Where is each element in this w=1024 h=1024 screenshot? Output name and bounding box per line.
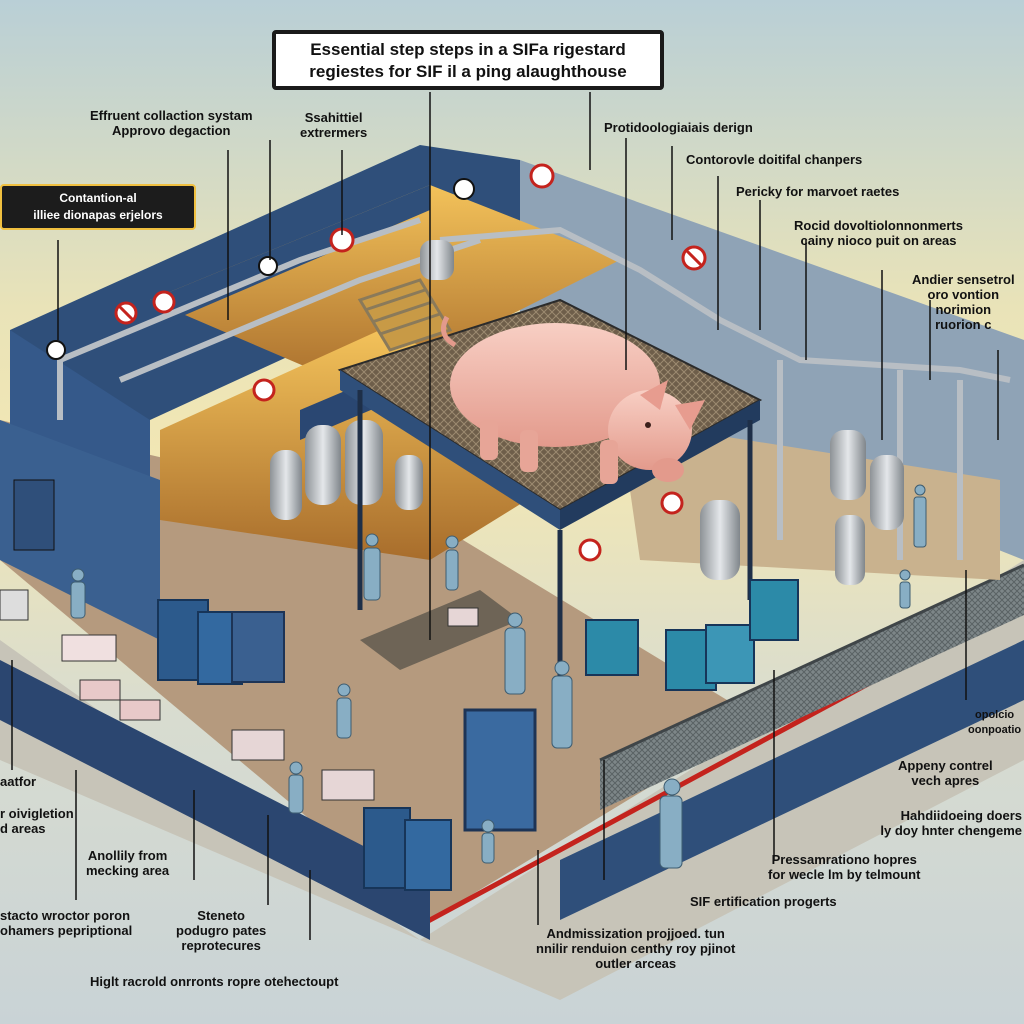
label-high-text: Higlt racrold onrronts ropre otehectoupt xyxy=(90,974,339,989)
label-or-line-1: r oivigletion xyxy=(0,806,74,821)
label-high: Higlt racrold onrronts ropre otehectoupt xyxy=(90,974,338,989)
label-sif-cert-text: SIF ertification progerts xyxy=(690,894,837,909)
label-sif-cert: SIF ertification progerts xyxy=(690,894,837,909)
label-opolo-line-2: oonpoatio xyxy=(968,724,1022,736)
label-anolly-line-2: mecking area xyxy=(86,863,170,878)
label-controle-text: Contorovle doitifal chanpers xyxy=(686,152,863,167)
label-press: Pressamrationo hopres for wecle lm by te… xyxy=(768,852,920,882)
fence-rail xyxy=(599,563,1024,762)
label-sanitary: Ssahittiel extrermers xyxy=(300,110,367,140)
label-admin-line-3: outler arceas xyxy=(595,956,677,971)
label-andler-line-1: Andier sensetrol xyxy=(912,272,1015,287)
outer-wall-left xyxy=(0,660,430,940)
loading-door xyxy=(463,708,537,832)
label-anolly-line-1: Anollily from xyxy=(87,848,168,863)
callout-box: Contantion-al illiee dionapas erjelors xyxy=(0,184,196,230)
label-sterote: Steneto podugro pates reprotecures xyxy=(176,908,266,953)
label-press-line-2: for wecle lm by telmount xyxy=(768,867,921,882)
conveyor-ramp xyxy=(360,590,520,670)
mezzanine-edge xyxy=(340,370,560,530)
no-entry-icon xyxy=(114,163,707,562)
meat-trays xyxy=(0,479,479,801)
label-andler-line-4: ruorion c xyxy=(935,317,992,332)
label-stcto-line-1: stacto wroctor poron xyxy=(0,908,131,923)
label-proto: Protidoologiaiais derign xyxy=(604,120,753,135)
biohazard-icon xyxy=(46,178,475,360)
callout-line-1: Contantion-al xyxy=(59,191,137,205)
label-pericky: Pericky for marvoet raetes xyxy=(736,184,899,199)
label-hahd-line-2: ly doy hnter chengeme xyxy=(880,823,1022,838)
label-sanitary-line-1: Ssahittiel xyxy=(304,110,363,125)
label-stcto-line-2: ohamers pepriptional xyxy=(0,923,133,938)
label-or-line-2: d areas xyxy=(0,821,46,836)
label-hahd: Hahdiidoeing doers ly doy hnter chengeme xyxy=(880,808,1022,838)
callout-line-2: illiee dionapas erjelors xyxy=(33,208,163,222)
label-sterote-line-3: reprotecures xyxy=(181,938,261,953)
yard-floor xyxy=(0,420,760,920)
label-pericky-text: Pericky for marvoet raetes xyxy=(736,184,900,199)
label-opolo: opolcio oonpoatio xyxy=(968,708,1021,738)
label-raid-line-1: Rocid dovoltiolonnonmerts xyxy=(794,218,963,233)
label-andler-line-3: norimion xyxy=(935,302,992,317)
label-effluent-line-2: Approvo degaction xyxy=(112,123,231,138)
front-wall-left xyxy=(0,420,160,640)
label-hahd-line-1: Hahdiidoeing doers xyxy=(900,808,1022,823)
process-tanks xyxy=(270,240,904,585)
label-andler-line-2: oro vontion xyxy=(927,287,1000,302)
label-anolly: Anollily from mecking area xyxy=(86,848,169,878)
label-atfor: aatfor xyxy=(0,774,36,789)
label-atfor-text: aatfor xyxy=(0,774,37,789)
label-admin-line-1: Andmissization projjoed. tun xyxy=(546,926,725,941)
label-press-line-1: Pressamrationo hopres xyxy=(771,852,917,867)
storage-crates xyxy=(157,579,799,891)
label-raid-line-2: cainy nioco puit on areas xyxy=(800,233,957,248)
staircase xyxy=(357,278,453,352)
label-appeny-line-2: vech apres xyxy=(911,773,980,788)
label-appeny: Appeny contrel vech apres xyxy=(898,758,993,788)
title-line-1: Essential step steps in a SIFa rigestard xyxy=(310,40,626,59)
perimeter-fence xyxy=(600,565,1024,810)
pig-icon xyxy=(440,315,705,484)
title-line-2: regiestes for SIF il a ping alaughthouse xyxy=(309,62,627,81)
label-effluent: Effruent collaction systam Approvo degac… xyxy=(90,108,253,138)
interior-door xyxy=(231,611,285,683)
label-controle: Contorovle doitifal chanpers xyxy=(686,152,862,167)
label-stcto: stacto wroctor poron ohamers pepriptiona… xyxy=(0,908,132,938)
label-admin: Andmissization projjoed. tun nnilir rend… xyxy=(536,926,735,971)
label-admin-line-2: nnilir renduion centhy roy pjinot xyxy=(536,941,736,956)
label-sanitary-line-2: extrermers xyxy=(300,125,368,140)
workers xyxy=(70,484,927,869)
label-andler: Andier sensetrol oro vontion norimion ru… xyxy=(912,272,1015,332)
label-raid: Rocid dovoltiolonnonmerts cainy nioco pu… xyxy=(794,218,963,248)
label-sterote-line-1: Steneto xyxy=(197,908,245,923)
label-appeny-line-1: Appeny contrel xyxy=(898,758,993,773)
label-sterote-line-2: podugro pates xyxy=(176,923,267,938)
exterior-ground xyxy=(0,560,1024,1000)
leader-lines xyxy=(11,92,999,940)
label-proto-text: Protidoologiaiais derign xyxy=(604,120,753,135)
label-or: r oivigletion d areas xyxy=(0,806,74,836)
diagram-title: Essential step steps in a SIFa rigestard… xyxy=(272,30,664,90)
label-effluent-line-1: Effruent collaction systam xyxy=(90,108,253,123)
label-opolo-line-1: opolcio xyxy=(975,709,1015,721)
